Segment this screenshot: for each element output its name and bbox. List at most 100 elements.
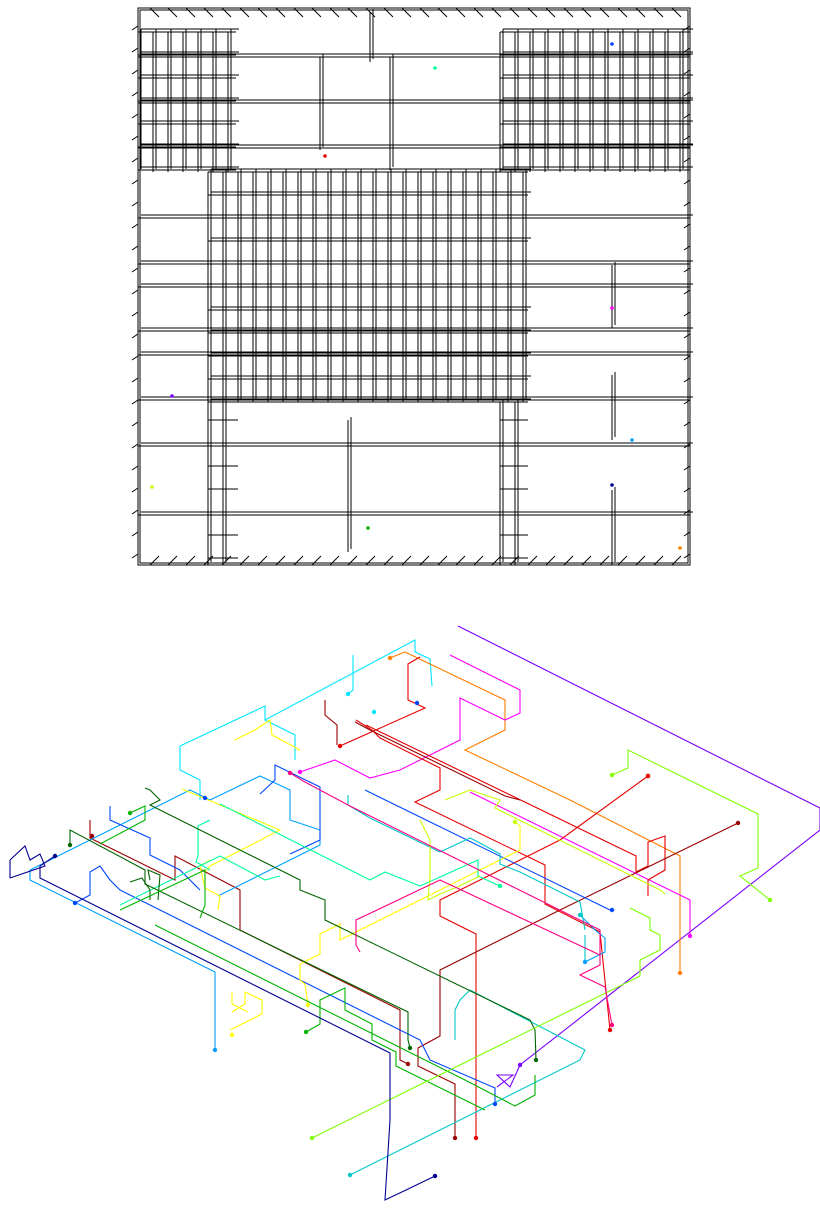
grid-tick-top <box>564 8 573 17</box>
grid-pin-dot <box>150 485 154 489</box>
grid-tick-top <box>222 8 231 17</box>
net-pin-dot <box>298 770 302 774</box>
grid-tick-left <box>132 268 138 272</box>
grid-pin-dot <box>170 394 174 398</box>
net-pin-dot <box>213 1048 217 1052</box>
grid-pin-dot <box>610 42 614 46</box>
net-pin-dot <box>310 1136 314 1140</box>
net-pin-dot <box>388 656 392 660</box>
grid-tick-right <box>684 532 690 536</box>
grid-tick-top <box>258 8 267 17</box>
net-pin-dot <box>288 771 292 775</box>
net-pin-dot <box>90 834 94 838</box>
net-wire-segment <box>300 964 308 1005</box>
grid-tick-right <box>684 312 690 316</box>
grid-tick-left <box>132 444 138 448</box>
grid-tick-left <box>132 334 138 338</box>
net-pin-dot <box>128 811 132 815</box>
grid-tick-right <box>684 422 690 426</box>
net-pin-dot <box>768 898 772 902</box>
grid-tick-bottom <box>258 556 267 565</box>
grid-tick-top <box>600 8 609 17</box>
grid-tick-left <box>132 532 138 536</box>
net-wire-segment <box>348 795 585 930</box>
net-pin-dot <box>688 934 692 938</box>
grid-tick-bottom <box>456 556 465 565</box>
net-wire-segment <box>418 823 738 1138</box>
grid-tick-bottom <box>186 556 195 565</box>
grid-tick-right <box>684 202 690 206</box>
grid-tick-left <box>132 510 138 514</box>
net-wire-segment <box>350 990 585 1175</box>
grid-tick-bottom <box>420 556 429 565</box>
grid-tick-bottom <box>474 556 483 565</box>
grid-tick-top <box>456 8 465 17</box>
net-wire-segment <box>365 790 610 910</box>
grid-tick-left <box>132 554 138 558</box>
net-pin-dot <box>304 1030 308 1034</box>
net-pin-dot <box>203 796 207 800</box>
grid-tick-bottom <box>168 556 177 565</box>
grid-tick-bottom <box>564 556 573 565</box>
grid-tick-right <box>684 488 690 492</box>
routing-grid-panel <box>0 0 820 580</box>
grid-tick-left <box>132 246 138 250</box>
net-wire-segment <box>40 856 435 1200</box>
net-wire-segment <box>100 806 145 844</box>
net-pin-dot <box>678 971 682 975</box>
grid-tick-left <box>132 466 138 470</box>
net-wire-segment <box>200 860 220 910</box>
net-pin-dot <box>53 854 57 858</box>
routed-nets-panel <box>0 585 820 1211</box>
grid-pin-dot <box>610 306 614 310</box>
grid-tick-bottom <box>348 556 357 565</box>
grid-tick-right <box>684 466 690 470</box>
grid-tick-bottom <box>582 556 591 565</box>
net-wire-segment <box>232 992 248 1012</box>
grid-tick-top <box>618 8 627 17</box>
grid-tick-bottom <box>654 556 663 565</box>
grid-tick-top <box>312 8 321 17</box>
grid-tick-top <box>348 8 357 17</box>
grid-tick-top <box>528 8 537 17</box>
net-wire-segment <box>312 908 660 1138</box>
grid-tick-bottom <box>402 556 411 565</box>
routing-grid-drawing <box>0 0 820 580</box>
net-pin-dot <box>306 1003 310 1007</box>
net-pin-dot <box>610 908 614 912</box>
net-pin-dot <box>68 843 72 847</box>
grid-tick-top <box>636 8 645 17</box>
grid-tick-top <box>186 8 195 17</box>
grid-tick-bottom <box>150 556 159 565</box>
grid-tick-bottom <box>618 556 627 565</box>
net-wire-segment <box>458 626 820 1087</box>
grid-tick-bottom <box>366 556 375 565</box>
grid-tick-right <box>684 180 690 184</box>
net-pin-dot <box>433 1174 437 1178</box>
net-pin-dot <box>453 1136 457 1140</box>
grid-tick-top <box>654 8 663 17</box>
grid-pin-dot <box>678 546 682 550</box>
grid-tick-right <box>684 356 690 360</box>
grid-tick-top <box>546 8 555 17</box>
grid-tick-left <box>132 356 138 360</box>
net-pin-dot <box>493 1102 497 1106</box>
grid-tick-right <box>684 290 690 294</box>
grid-tick-bottom <box>384 556 393 565</box>
grid-tick-right <box>684 92 690 96</box>
grid-tick-left <box>132 92 138 96</box>
grid-tick-bottom <box>528 556 537 565</box>
net-pin-dot <box>578 913 582 917</box>
grid-tick-top <box>150 8 159 17</box>
grid-tick-left <box>132 136 138 140</box>
net-wire-segment <box>265 720 295 760</box>
net-pin-dot <box>608 1028 612 1032</box>
grid-tick-right <box>684 136 690 140</box>
grid-tick-left <box>132 224 138 228</box>
grid-tick-top <box>330 8 339 17</box>
net-wire-segment <box>235 720 300 750</box>
grid-tick-right <box>684 554 690 558</box>
grid-tick-bottom <box>672 556 681 565</box>
net-pin-dot <box>408 1046 412 1050</box>
grid-pin-dot <box>630 438 634 442</box>
